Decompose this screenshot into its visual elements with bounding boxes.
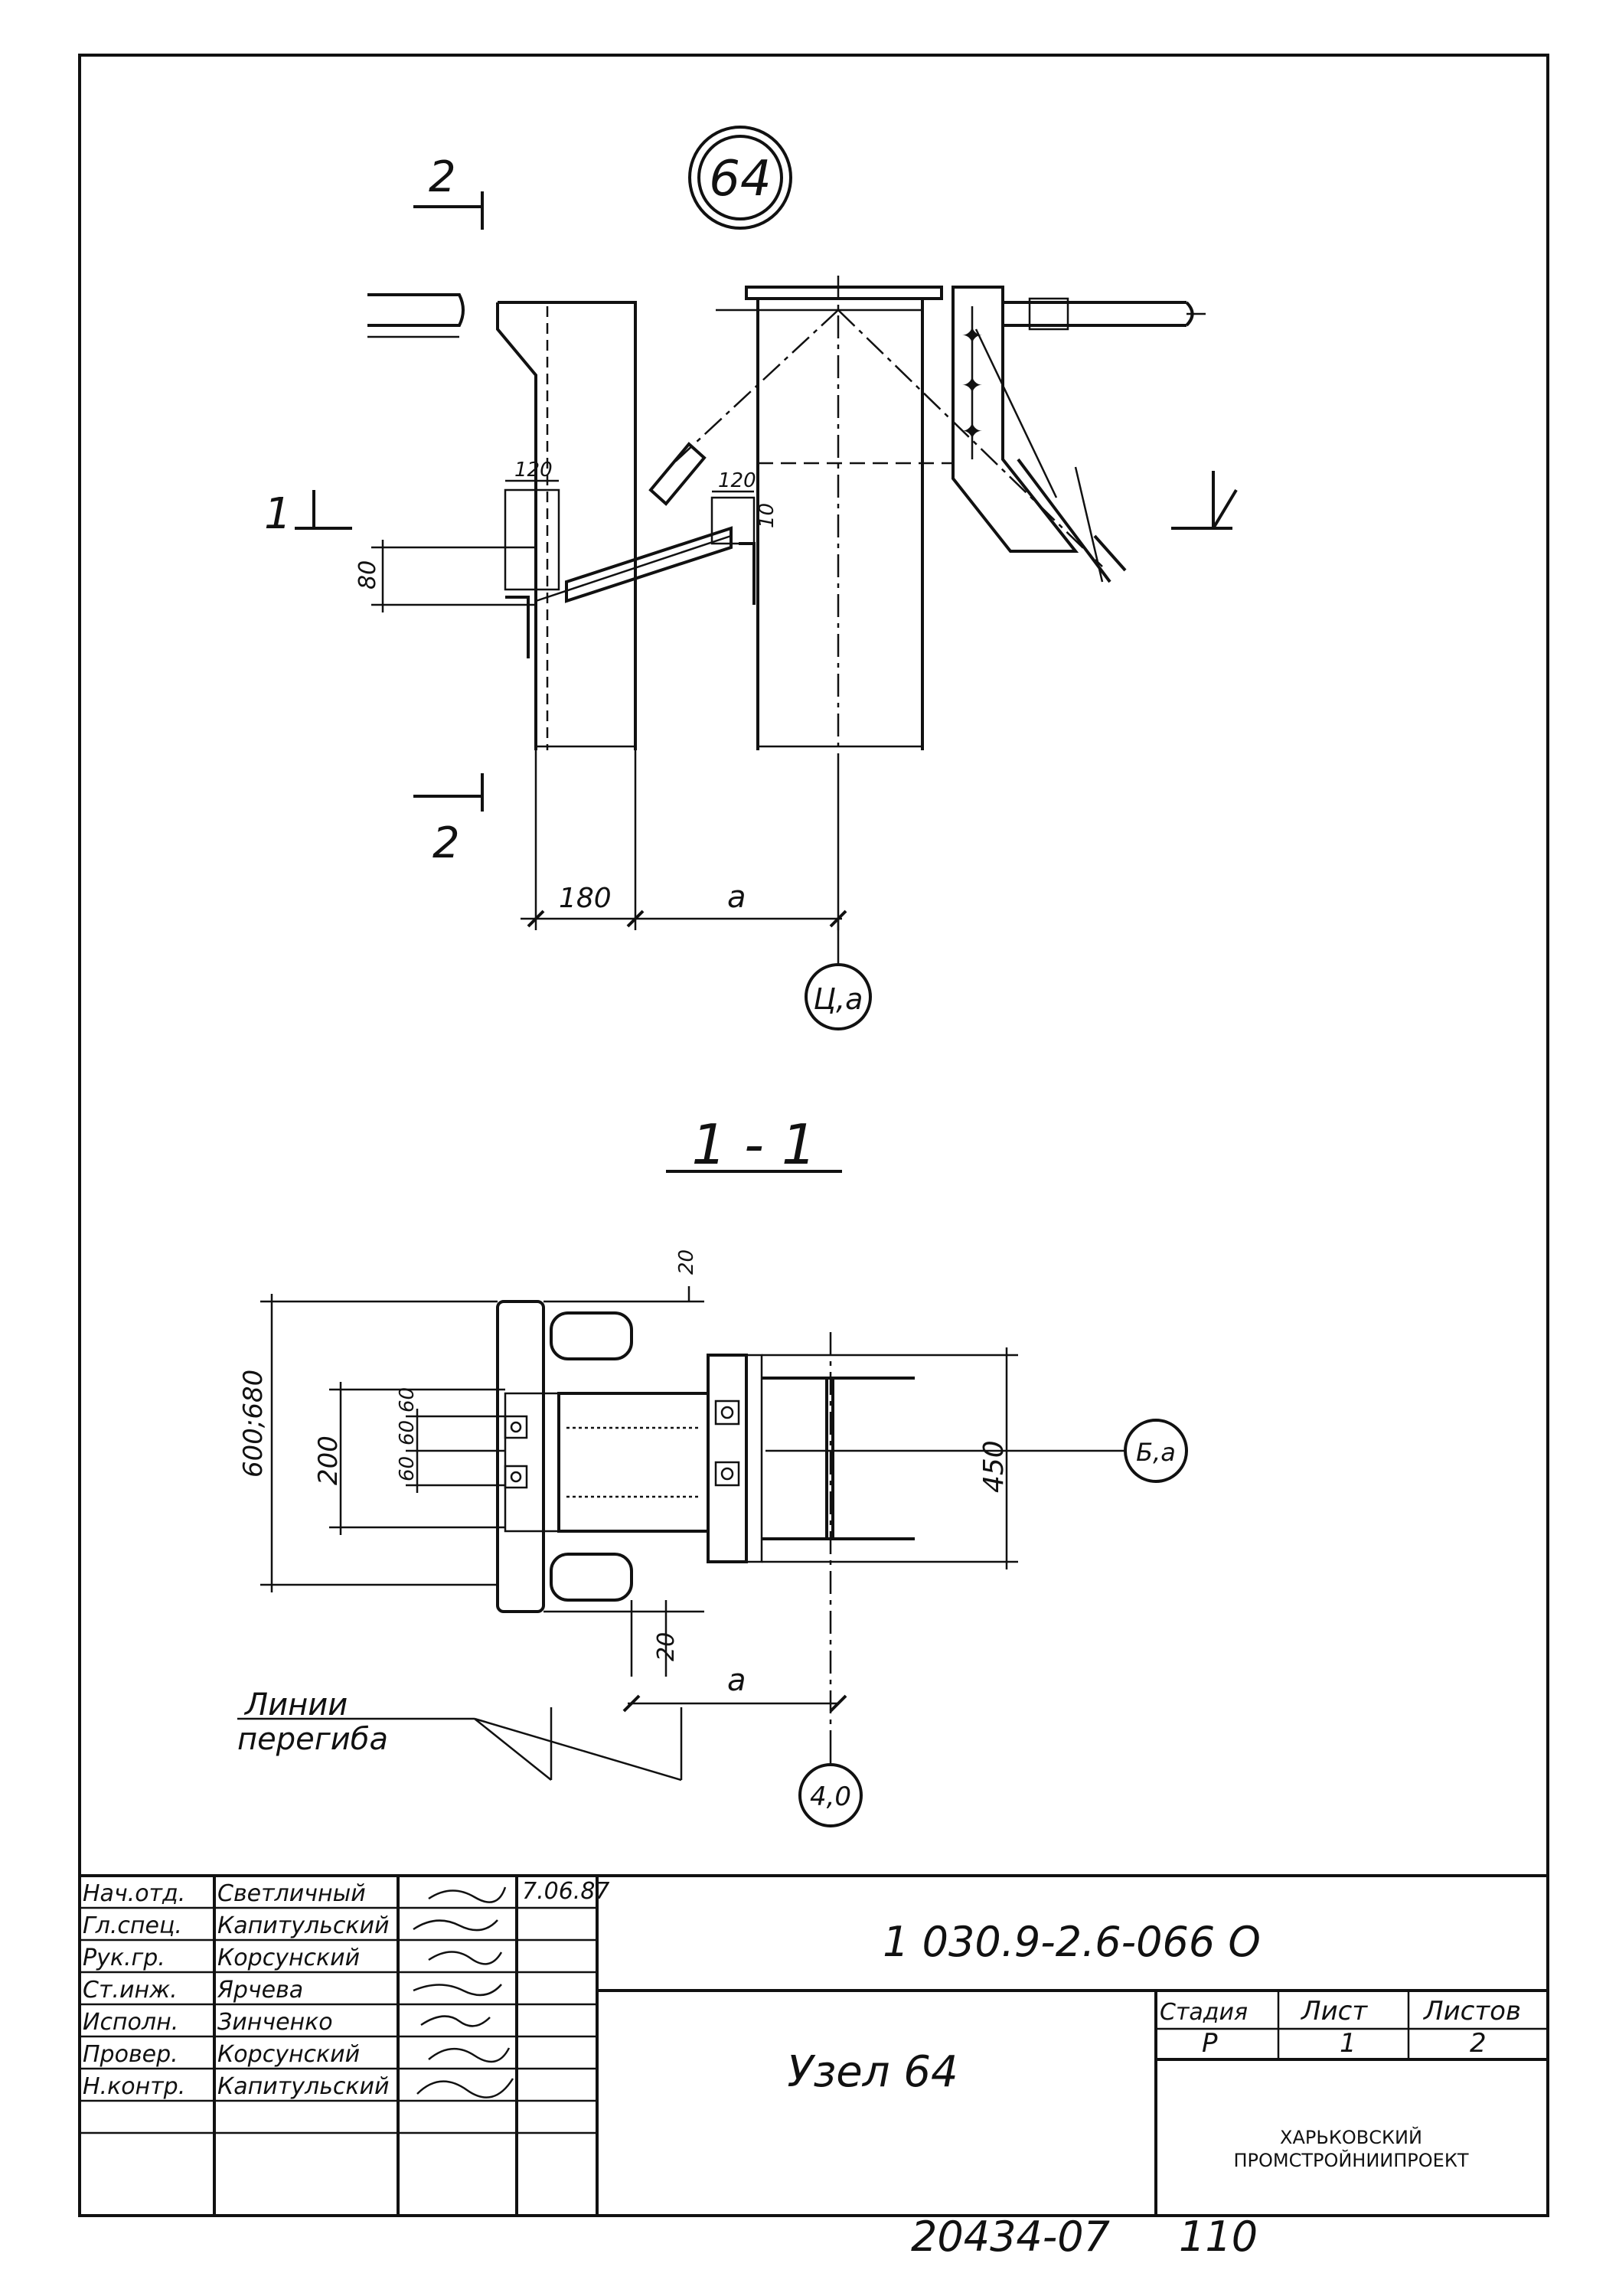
section-mark-1-right: [1171, 471, 1238, 530]
stage-label: Стадия: [1160, 1999, 1248, 2026]
org-line-1: ХАРЬКОВСКИЙ: [1280, 2126, 1422, 2148]
dim-60-a: 60: [396, 1420, 419, 1445]
right-column: [716, 276, 943, 758]
tb-name-2: Капитульский: [217, 1912, 390, 1939]
stage-value: Р: [1202, 2028, 1218, 2059]
dim-a-top: a: [727, 880, 746, 915]
section-mark-1-left-label: 1: [264, 489, 292, 539]
section-right-plate: [707, 1354, 915, 1563]
left-column: [496, 301, 637, 750]
dim-120-right: 120: [718, 469, 756, 492]
section-dimensions: 600;680 200 60 60 60 20 450 20 a: [238, 1249, 1018, 1713]
elevation-view: 2 2 1: [264, 152, 1238, 1030]
axis-marker-top: Ц,a: [805, 919, 872, 1030]
tb-role-2: Гл.спец.: [83, 1912, 182, 1939]
tb-role-7: Н.контр.: [83, 2073, 185, 2100]
section-mark-2-bottom-label: 2: [432, 818, 460, 868]
section-mark-2-top: 2: [413, 152, 484, 230]
dim-180: 180: [559, 883, 612, 914]
tb-role-1: Нач.отд.: [83, 1880, 185, 1907]
axis-marker-4: 4,0: [798, 1738, 863, 1827]
section-mark-2-top-label: 2: [429, 152, 456, 202]
sheet-label: Лист: [1300, 1996, 1368, 2027]
tb-role-3: Рук.гр.: [83, 1945, 165, 1971]
tb-name-5: Зинченко: [217, 2009, 333, 2036]
node-marker-label: 64: [709, 151, 771, 207]
dim-60-b: 60: [396, 1387, 419, 1413]
dim-200: 200: [313, 1435, 344, 1485]
dim-20-bottom: 20: [653, 1632, 680, 1661]
dim-120-left: 120: [514, 459, 553, 482]
section-mark-2-bottom: 2: [413, 773, 484, 868]
page-number: 110: [1179, 2213, 1258, 2261]
tb-name-7: Капитульский: [217, 2073, 390, 2100]
left-beam-stub: [367, 293, 465, 327]
axis-marker-b-label: Б,a: [1136, 1438, 1176, 1467]
axis-marker-top-label: Ц,a: [814, 982, 863, 1016]
tb-name-4: Ярчева: [217, 1977, 303, 2004]
archive-number: 20434-07: [911, 2213, 1110, 2261]
axis-marker-4-label: 4,0: [810, 1782, 851, 1812]
dim-450: 450: [978, 1440, 1010, 1493]
tb-date-1: 7.06.87: [522, 1878, 610, 1905]
dim-60-c: 60: [396, 1456, 419, 1481]
dim-20-top: 20: [675, 1249, 698, 1275]
dim-80: 80: [354, 560, 381, 590]
bend-lines-note: Линии перегиба: [237, 1687, 683, 1782]
signatures: [413, 1886, 514, 2098]
tb-role-5: Исполн.: [83, 2009, 178, 2036]
tb-name-6: Корсунский: [217, 2041, 360, 2068]
note-line-1: Линии: [243, 1687, 348, 1723]
node-title: Узел 64: [787, 2047, 958, 2097]
title-block: Нач.отд. Светличный 7.06.87 Гл.спец. Кап…: [78, 1874, 1549, 2217]
section-title: 1 - 1: [691, 1112, 816, 1177]
dim-a-bottom: a: [727, 1663, 746, 1698]
section-mark-1-left: 1: [264, 489, 352, 539]
sheets-label: Листов: [1422, 1996, 1521, 2027]
dim-10: 10: [756, 503, 778, 528]
truss-node: ✦ ✦ ✦: [648, 286, 1206, 583]
tb-name-3: Корсунский: [217, 1945, 360, 1971]
section-left-plate: [496, 1300, 710, 1613]
sheet-value: 1: [1340, 2028, 1356, 2059]
sheets-value: 2: [1470, 2028, 1487, 2059]
note-line-2: перегиба: [237, 1722, 388, 1757]
doc-code: 1 030.9-2.6-066 О: [883, 1918, 1261, 1966]
dim-600-680: 600;680: [238, 1370, 269, 1478]
axis-marker-b: Б,a: [1124, 1419, 1188, 1483]
tb-name-1: Светличный: [217, 1880, 366, 1907]
tb-role-4: Ст.инж.: [83, 1977, 178, 2004]
section-1-1: 1 - 1: [237, 1112, 1188, 1827]
truss-bolts: ✦ ✦ ✦: [961, 306, 983, 459]
node-marker: 64: [688, 126, 792, 230]
elevation-dimensions: 120 120 10 80 180 a: [354, 459, 847, 930]
inclined-brace: [504, 488, 756, 658]
tb-role-6: Провер.: [83, 2041, 178, 2068]
org-line-2: ПРОМСТРОЙНИИПРОЕКТ: [1233, 2149, 1468, 2171]
